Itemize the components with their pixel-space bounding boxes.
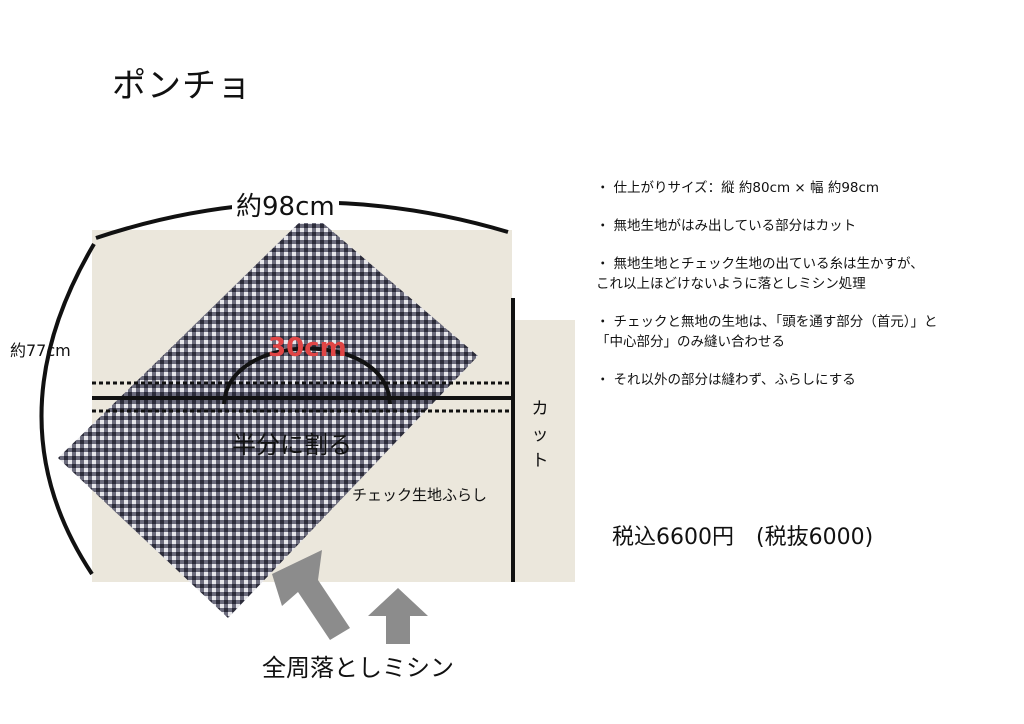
price-tax-included: 税込6600円 [612, 525, 734, 550]
note-item: ・無地生地がはみ出している部分はカット [596, 218, 857, 234]
width-label: 約98cm [232, 186, 339, 223]
note-item: ・仕上がりサイズ：縦 約80cm × 幅 約98cm [596, 180, 880, 196]
sewing-label: 全周落としミシン [262, 654, 454, 682]
split-label: 半分に割る [232, 431, 352, 459]
arrow-icon [368, 588, 428, 644]
plain-fabric-cut-area [512, 320, 575, 582]
note-item: ・無地生地とチェック生地の出ている糸は生かすが、 これ以上ほどけないように落とし… [596, 256, 924, 292]
check-fabric [58, 212, 478, 618]
note-item: ・チェックと無地の生地は、「頭を通す部分（首元）」と 「中心部分」のみ縫い合わせ… [596, 314, 938, 350]
note-item: ・それ以外の部分は縫わず、ふらしにする [596, 372, 856, 388]
cut-label: カット [531, 399, 549, 471]
price: 税込6600円 (税抜6000) [612, 519, 873, 551]
notes-list: ・仕上がりサイズ：縦 約80cm × 幅 約98cm ・無地生地がはみ出している… [596, 178, 1016, 408]
page-title: ポンチョ [112, 66, 252, 106]
height-arc [39, 242, 96, 576]
arrow-icon [272, 550, 350, 640]
neck-opening-arc [222, 346, 392, 405]
height-label: 約77cm [10, 341, 71, 360]
price-tax-excluded: (税抜6000) [756, 525, 874, 550]
check-fabric-label: チェック生地ふらし [352, 486, 488, 504]
neck-width-label: 30cm [268, 333, 347, 363]
